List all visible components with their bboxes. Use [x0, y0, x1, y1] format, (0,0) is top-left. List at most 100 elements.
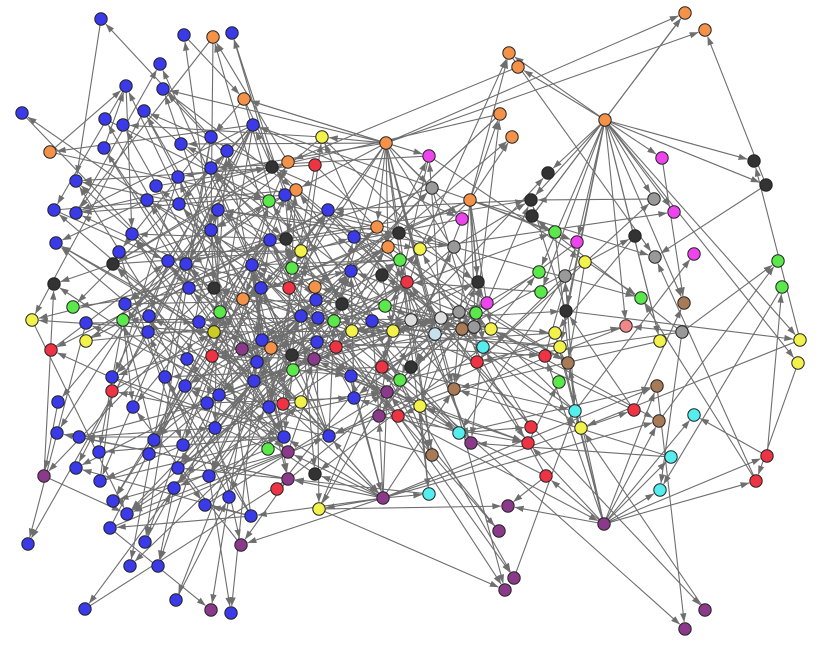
- graph-node-blue[interactable]: [72, 430, 86, 444]
- graph-node-orange[interactable]: [370, 220, 384, 234]
- graph-node-orange[interactable]: [281, 155, 295, 169]
- graph-node-purple[interactable]: [281, 445, 295, 459]
- graph-node-green[interactable]: [285, 261, 299, 275]
- graph-node-blue[interactable]: [278, 188, 292, 202]
- graph-node-blue[interactable]: [125, 227, 139, 241]
- graph-node-blue[interactable]: [153, 57, 167, 71]
- graph-node-orange[interactable]: [308, 280, 322, 294]
- graph-node-black[interactable]: [308, 467, 322, 481]
- graph-node-blue[interactable]: [156, 82, 170, 96]
- graph-node-magenta[interactable]: [667, 205, 681, 219]
- graph-node-green[interactable]: [771, 254, 785, 268]
- graph-node-blue[interactable]: [321, 203, 335, 217]
- graph-node-black[interactable]: [335, 297, 349, 311]
- graph-node-purple[interactable]: [235, 342, 249, 356]
- graph-node-red[interactable]: [627, 403, 641, 417]
- graph-node-yellow[interactable]: [574, 421, 588, 435]
- graph-node-red[interactable]: [105, 384, 119, 398]
- graph-node-magenta[interactable]: [687, 247, 701, 261]
- graph-node-black[interactable]: [524, 193, 538, 207]
- graph-node-black[interactable]: [747, 154, 761, 168]
- graph-node-blue[interactable]: [50, 426, 64, 440]
- graph-node-purple[interactable]: [501, 499, 515, 513]
- graph-node-magenta[interactable]: [422, 149, 436, 163]
- graph-node-blue[interactable]: [222, 490, 236, 504]
- graph-node-orange[interactable]: [379, 136, 393, 150]
- graph-node-orange[interactable]: [463, 193, 477, 207]
- graph-node-red[interactable]: [524, 420, 538, 434]
- graph-node-blue[interactable]: [15, 106, 29, 120]
- graph-node-blue[interactable]: [322, 429, 336, 443]
- graph-node-blue[interactable]: [49, 236, 63, 250]
- graph-node-blue[interactable]: [142, 447, 156, 461]
- graph-node-green[interactable]: [327, 314, 341, 328]
- graph-node-blue[interactable]: [255, 333, 269, 347]
- graph-node-magenta[interactable]: [455, 212, 469, 226]
- graph-node-blue[interactable]: [224, 606, 238, 620]
- graph-node-green[interactable]: [532, 265, 546, 279]
- graph-node-blue[interactable]: [151, 559, 165, 573]
- graph-node-orange[interactable]: [678, 6, 692, 20]
- graph-node-yellow[interactable]: [315, 130, 329, 144]
- graph-node-orange[interactable]: [505, 130, 519, 144]
- graph-node-blue[interactable]: [21, 537, 35, 551]
- graph-node-blue[interactable]: [79, 316, 93, 330]
- graph-node-orange[interactable]: [598, 113, 612, 127]
- graph-node-black[interactable]: [265, 160, 279, 174]
- graph-node-red[interactable]: [308, 158, 322, 172]
- graph-node-orange[interactable]: [381, 240, 395, 254]
- graph-node-gray[interactable]: [467, 320, 481, 334]
- graph-node-gray[interactable]: [425, 181, 439, 195]
- graph-node-blue[interactable]: [119, 79, 133, 93]
- graph-node-orange[interactable]: [511, 60, 525, 74]
- graph-node-yellow[interactable]: [294, 244, 308, 258]
- graph-node-black[interactable]: [392, 226, 406, 240]
- graph-node-yellow[interactable]: [413, 399, 427, 413]
- graph-node-purple[interactable]: [234, 538, 248, 552]
- graph-node-black[interactable]: [285, 348, 299, 362]
- graph-node-blue[interactable]: [178, 379, 192, 393]
- graph-node-lightgray[interactable]: [434, 311, 448, 325]
- graph-node-red[interactable]: [282, 281, 296, 295]
- graph-node-yellow[interactable]: [553, 340, 567, 354]
- graph-node-black[interactable]: [559, 304, 573, 318]
- graph-node-red[interactable]: [470, 355, 484, 369]
- graph-node-blue[interactable]: [347, 391, 361, 405]
- graph-node-black[interactable]: [471, 275, 485, 289]
- graph-node-green[interactable]: [775, 280, 789, 294]
- graph-node-purple[interactable]: [372, 409, 386, 423]
- graph-node-green[interactable]: [393, 373, 407, 387]
- graph-node-green[interactable]: [634, 291, 648, 305]
- graph-node-gray[interactable]: [558, 269, 572, 283]
- graph-node-red[interactable]: [538, 349, 552, 363]
- graph-node-cyan[interactable]: [476, 340, 490, 354]
- graph-node-blue[interactable]: [208, 421, 222, 435]
- graph-node-olive[interactable]: [207, 325, 221, 339]
- graph-node-purple[interactable]: [492, 524, 506, 538]
- graph-node-blue[interactable]: [225, 26, 239, 40]
- graph-node-orange[interactable]: [289, 183, 303, 197]
- graph-node-green[interactable]: [261, 442, 275, 456]
- graph-node-brown[interactable]: [652, 414, 666, 428]
- graph-node-red[interactable]: [749, 474, 763, 488]
- graph-node-blue[interactable]: [94, 12, 108, 26]
- graph-node-brown[interactable]: [561, 356, 575, 370]
- graph-node-magenta[interactable]: [570, 235, 584, 249]
- graph-node-gray[interactable]: [648, 250, 662, 264]
- graph-node-blue[interactable]: [137, 104, 151, 118]
- graph-node-orange[interactable]: [502, 46, 516, 60]
- graph-node-purple[interactable]: [678, 622, 692, 636]
- graph-node-brown[interactable]: [425, 448, 439, 462]
- graph-node-blue[interactable]: [69, 461, 83, 475]
- graph-node-red[interactable]: [539, 469, 553, 483]
- graph-node-blue[interactable]: [118, 297, 132, 311]
- graph-node-purple[interactable]: [204, 603, 218, 617]
- graph-node-magenta[interactable]: [655, 151, 669, 165]
- graph-node-blue[interactable]: [200, 396, 214, 410]
- graph-node-orange[interactable]: [493, 107, 507, 121]
- graph-node-purple[interactable]: [507, 571, 521, 585]
- graph-node-yellow[interactable]: [484, 322, 498, 336]
- graph-node-gray[interactable]: [647, 192, 661, 206]
- graph-node-yellow[interactable]: [294, 395, 308, 409]
- graph-node-purple[interactable]: [498, 583, 512, 597]
